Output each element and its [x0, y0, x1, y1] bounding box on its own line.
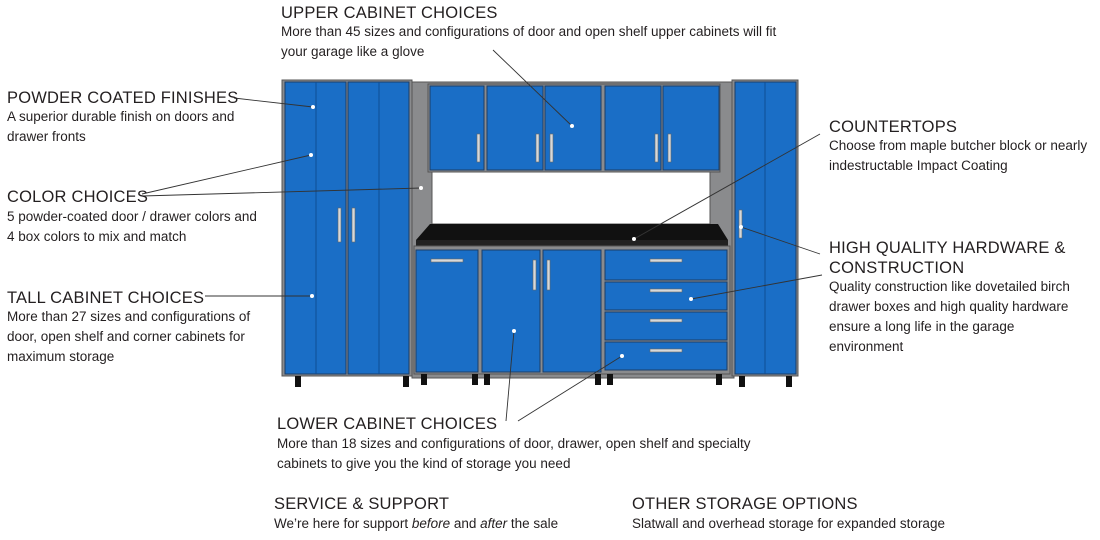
color-choices-desc: 5 powder-coated door / drawer colors and…: [7, 209, 257, 244]
handle-icon: [649, 258, 683, 263]
countertop[interactable]: [416, 224, 728, 246]
lower-cabinet-desc: More than 18 sizes and configurations of…: [277, 436, 751, 471]
hardware-title-line2: CONSTRUCTION: [829, 259, 965, 277]
handle-icon: [649, 318, 683, 323]
handle-icon: [351, 207, 356, 243]
lower-cabinets[interactable]: [413, 245, 731, 375]
tall-cabinet-desc: More than 27 sizes and configurations of…: [7, 309, 251, 364]
powder-coated-title: POWDER COATED FINISHES: [7, 89, 239, 107]
service-support-desc: We’re here for support before and after …: [274, 516, 559, 531]
powder-coated-desc: A superior durable finish on doors and d…: [7, 109, 235, 144]
handle-icon: [654, 133, 659, 163]
upper-cabinet-title: UPPER CABINET CHOICES: [281, 4, 498, 22]
handle-icon: [430, 258, 464, 263]
callout-leader-lines: [141, 49, 823, 422]
callout-dots: [309, 105, 743, 358]
handle-icon: [532, 259, 537, 291]
tall-cabinet-left[interactable]: [281, 79, 413, 377]
upper-cabinets[interactable]: [427, 83, 721, 173]
countertops-title: COUNTERTOPS: [829, 118, 958, 136]
other-storage-title[interactable]: OTHER STORAGE OPTIONS: [632, 495, 858, 513]
cabinet-legs: [295, 374, 792, 387]
handle-icon: [649, 348, 683, 353]
other-storage-desc: Slatwall and overhead storage for expand…: [632, 516, 945, 531]
countertops-desc: Choose from maple butcher block or nearl…: [829, 138, 1088, 173]
upper-cabinet-desc: More than 45 sizes and configurations of…: [281, 24, 777, 59]
service-support-title[interactable]: SERVICE & SUPPORT: [274, 495, 450, 513]
handle-icon: [337, 207, 342, 243]
tall-cabinet-title: TALL CABINET CHOICES: [7, 289, 205, 307]
handle-icon: [738, 209, 743, 239]
handle-icon: [667, 133, 672, 163]
handle-icon: [476, 133, 481, 163]
handle-icon: [549, 133, 554, 163]
open-wall-area: [431, 171, 711, 225]
hardware-desc: Quality construction like dovetailed bir…: [829, 279, 1070, 354]
handle-icon: [535, 133, 540, 163]
color-choices-title: COLOR CHOICES: [7, 188, 149, 206]
handle-icon: [649, 288, 683, 293]
lower-cabinet-title: LOWER CABINET CHOICES: [277, 415, 498, 433]
handle-icon: [546, 259, 551, 291]
hardware-title-line1: HIGH QUALITY HARDWARE &: [829, 239, 1066, 257]
